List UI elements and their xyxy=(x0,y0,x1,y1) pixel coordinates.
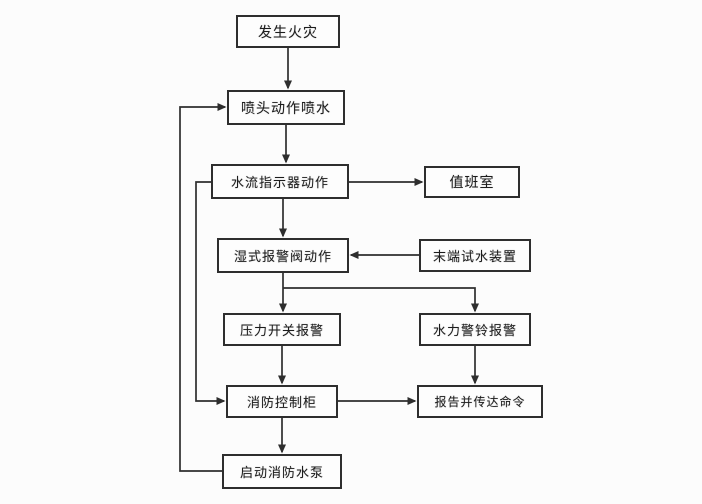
edge-flow-indicator-to-control-cabinet-loop xyxy=(195,181,226,405)
node-report-command: 报告并传达命令 xyxy=(417,385,543,418)
node-water-flow-indicator: 水流指示器动作 xyxy=(211,164,349,199)
node-hydraulic-alarm-bell: 水力警铃报警 xyxy=(419,313,531,346)
node-pressure-switch: 压力开关报警 xyxy=(223,313,341,346)
edge-wet-valve-to-hydraulic-bell xyxy=(283,287,479,313)
node-start-fire-pump: 启动消防水泵 xyxy=(222,454,342,489)
node-duty-room: 值班室 xyxy=(424,166,520,198)
node-fire-control-cabinet: 消防控制柜 xyxy=(226,385,338,418)
node-end-test-device: 末端试水装置 xyxy=(419,239,531,272)
node-wet-alarm-valve: 湿式报警阀动作 xyxy=(217,238,349,273)
node-fire-occurs: 发生火灾 xyxy=(236,15,340,48)
node-sprinkler-sprays: 喷头动作喷水 xyxy=(227,90,345,125)
edge-start-pump-to-sprinkler-loop xyxy=(179,103,227,472)
